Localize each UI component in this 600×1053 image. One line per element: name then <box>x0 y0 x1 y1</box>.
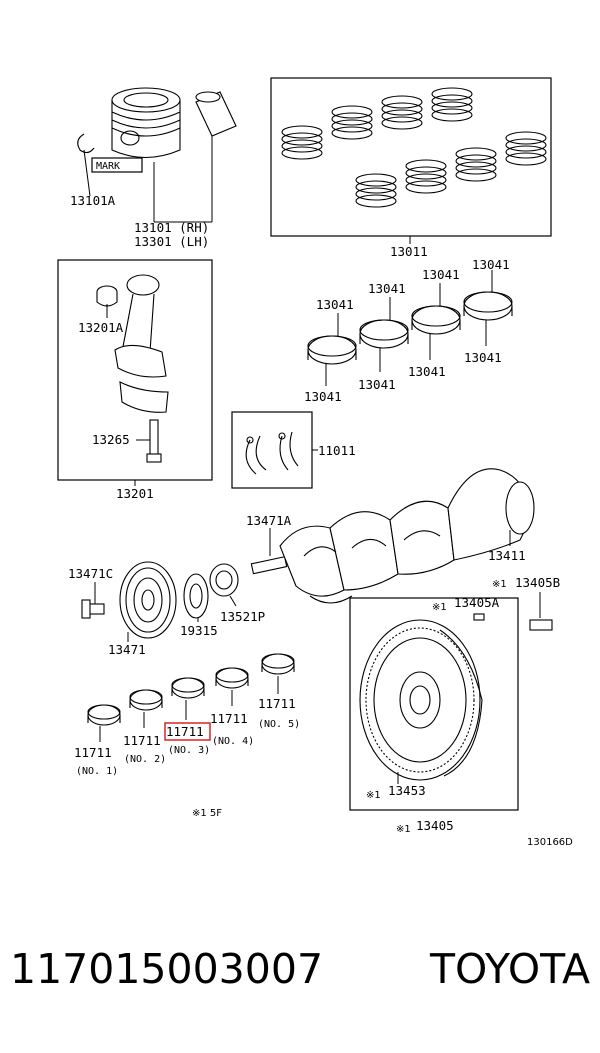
piston-pin <box>195 91 237 137</box>
part-13101-rh: 13101 (RH) <box>134 220 209 235</box>
label-no3: (NO. 3) <box>168 745 210 756</box>
part-13405A: 13405A <box>454 595 500 610</box>
part-11711-no1: 11711 <box>74 745 112 760</box>
part-19315: 19315 <box>180 623 218 638</box>
connecting-rod <box>96 274 169 463</box>
label-no4: (NO. 4) <box>212 736 254 747</box>
connecting-rod-bearings <box>307 291 513 365</box>
part-13471A: 13471A <box>246 513 292 528</box>
piston <box>111 87 181 158</box>
part-13011: 13011 <box>390 244 428 259</box>
pulley-bolt <box>81 599 105 619</box>
part-13101A: 13101A <box>70 193 116 208</box>
label-no5: (NO. 5) <box>258 719 300 730</box>
piston-ring-set <box>281 87 547 208</box>
label-no1: (NO. 1) <box>76 766 118 777</box>
part-13265: 13265 <box>92 432 130 447</box>
part-13201A: 13201A <box>78 320 124 335</box>
reference-code: 130166D <box>527 837 573 848</box>
part-13041-d: 13041 <box>472 257 510 272</box>
part-13041-b: 13041 <box>368 281 406 296</box>
label-no2: (NO. 2) <box>124 754 166 765</box>
part-13041-a: 13041 <box>316 297 354 312</box>
part-13041-f: 13041 <box>358 377 396 392</box>
part-11711-no2: 11711 <box>123 733 161 748</box>
footer: 117015003007 TOYOTA <box>10 945 590 1005</box>
part-11711-no4: 11711 <box>210 711 248 726</box>
mark-label: MARK <box>96 161 120 172</box>
part-11711-no5: 11711 <box>258 696 296 711</box>
part-13405B: 13405B <box>515 575 560 590</box>
ring-set-frame <box>270 77 552 237</box>
main-bearings <box>87 653 295 726</box>
part-13471: 13471 <box>108 642 146 657</box>
flywheel <box>359 619 483 781</box>
flywheel-frame <box>349 597 519 811</box>
part-13411: 13411 <box>488 548 526 563</box>
asterisk-13453: ※1 <box>366 790 381 801</box>
flywheel-bolt <box>529 619 553 631</box>
part-13405: 13405 <box>416 818 454 833</box>
asterisk-13405a: ※1 <box>432 602 447 613</box>
part-11011: 11011 <box>318 443 356 458</box>
part-13453: 13453 <box>388 783 426 798</box>
footnote: ※1 5F <box>192 808 222 819</box>
flywheel-pin <box>473 613 485 621</box>
part-13041-c: 13041 <box>422 267 460 282</box>
part-13471C: 13471C <box>68 566 113 581</box>
part-11711-no3: 11711 <box>166 724 204 739</box>
highlight-box-no3 <box>164 722 211 741</box>
brand-name: TOYOTA <box>429 945 590 993</box>
thrust-washers <box>245 431 299 475</box>
asterisk-13405: ※1 <box>396 824 411 835</box>
part-13521P: 13521P <box>220 609 265 624</box>
part-13041-g: 13041 <box>408 364 446 379</box>
part-13041-e: 13041 <box>304 389 342 404</box>
part-13041-h: 13041 <box>464 350 502 365</box>
thrust-washer-frame <box>231 411 313 489</box>
part-13301-lh: 13301 (LH) <box>134 234 209 249</box>
part-number: 117015003007 <box>10 945 324 993</box>
crankshaft <box>250 468 535 604</box>
snap-ring <box>77 133 95 154</box>
sprocket <box>209 563 239 597</box>
asterisk-13405b: ※1 <box>492 579 507 590</box>
crankshaft-pulley <box>119 561 177 639</box>
part-13201: 13201 <box>116 486 154 501</box>
timing-gear <box>183 573 209 619</box>
parts-diagram: MARK 13101A 13101 (RH) 13301 (LH) 13011 … <box>57 77 573 848</box>
